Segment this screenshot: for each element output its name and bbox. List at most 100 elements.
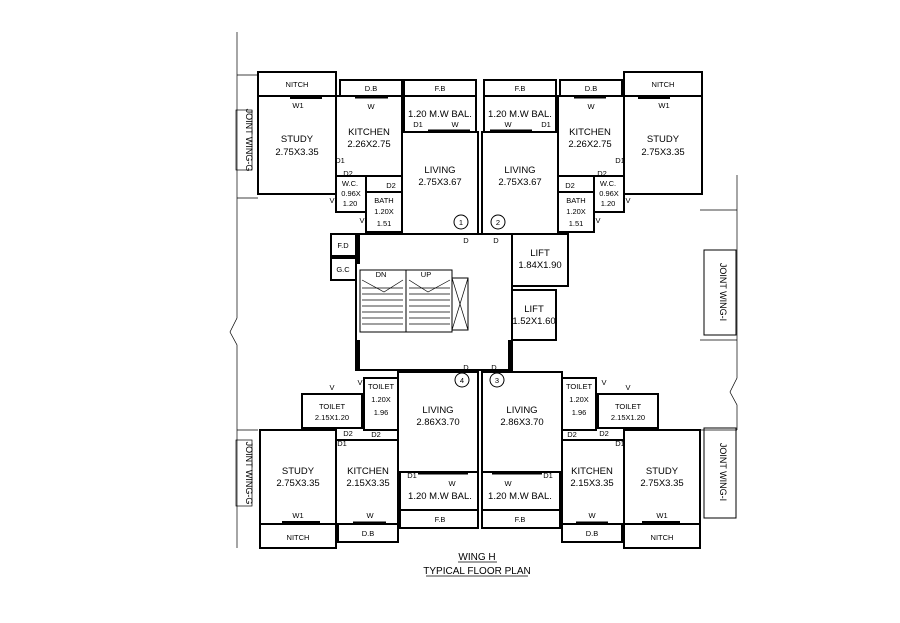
svg-text:F.D: F.D xyxy=(337,241,349,250)
svg-text:LIVING: LIVING xyxy=(422,405,453,416)
svg-text:2.15X1.20: 2.15X1.20 xyxy=(315,413,349,422)
svg-text:F.B: F.B xyxy=(435,515,446,524)
svg-text:D1: D1 xyxy=(543,471,553,480)
svg-text:W: W xyxy=(588,511,596,520)
svg-text:2.75X3.67: 2.75X3.67 xyxy=(418,177,461,188)
svg-text:V: V xyxy=(625,196,630,205)
svg-text:DN: DN xyxy=(376,270,387,279)
svg-text:1.20 M.W BAL.: 1.20 M.W BAL. xyxy=(408,109,472,120)
svg-text:D2: D2 xyxy=(599,429,609,438)
svg-text:STUDY: STUDY xyxy=(281,134,314,145)
svg-text:TOILET: TOILET xyxy=(615,402,642,411)
svg-text:1.20X: 1.20X xyxy=(569,395,589,404)
svg-text:V: V xyxy=(601,378,606,387)
svg-text:1: 1 xyxy=(459,218,463,227)
stair-treads xyxy=(361,279,451,325)
plan-title: WING H TYPICAL FLOOR PLAN xyxy=(423,552,530,577)
svg-text:W1: W1 xyxy=(658,101,669,110)
joint-label-g-bottom: JOINT WING-G xyxy=(235,439,254,507)
svg-text:2.75X3.67: 2.75X3.67 xyxy=(498,177,541,188)
svg-text:4: 4 xyxy=(460,376,464,385)
svg-text:STUDY: STUDY xyxy=(647,134,680,145)
joint-lines xyxy=(229,32,738,548)
svg-text:2: 2 xyxy=(496,218,500,227)
svg-text:2.15X3.35: 2.15X3.35 xyxy=(570,478,613,489)
svg-text:W: W xyxy=(587,102,595,111)
svg-text:LIVING: LIVING xyxy=(504,165,535,176)
svg-text:W: W xyxy=(504,120,512,129)
svg-text:D: D xyxy=(491,363,497,372)
svg-text:D1: D1 xyxy=(413,120,423,129)
svg-text:KITCHEN: KITCHEN xyxy=(348,127,390,138)
svg-text:D2: D2 xyxy=(597,169,607,178)
svg-text:2.15X3.35: 2.15X3.35 xyxy=(346,478,389,489)
svg-text:1.51: 1.51 xyxy=(377,219,392,228)
svg-text:D2: D2 xyxy=(565,181,575,190)
svg-text:LIVING: LIVING xyxy=(506,405,537,416)
svg-text:W: W xyxy=(504,479,512,488)
svg-text:1.96: 1.96 xyxy=(374,408,389,417)
svg-text:F.B: F.B xyxy=(515,515,526,524)
svg-text:BATH: BATH xyxy=(374,196,393,205)
svg-text:D2: D2 xyxy=(371,430,381,439)
svg-text:W: W xyxy=(451,120,459,129)
svg-text:STUDY: STUDY xyxy=(646,466,679,477)
svg-text:NITCH: NITCH xyxy=(286,80,309,89)
svg-text:1.52X1.60: 1.52X1.60 xyxy=(512,316,555,327)
svg-text:0.96X: 0.96X xyxy=(341,189,361,198)
svg-text:2.75X3.35: 2.75X3.35 xyxy=(641,147,684,158)
svg-text:W1: W1 xyxy=(292,101,303,110)
svg-text:D1: D1 xyxy=(615,156,625,165)
svg-text:W: W xyxy=(366,511,374,520)
svg-text:1.20 M.W BAL.: 1.20 M.W BAL. xyxy=(488,109,552,120)
svg-text:LIFT: LIFT xyxy=(530,248,550,259)
svg-text:NITCH: NITCH xyxy=(652,80,675,89)
svg-text:F.B: F.B xyxy=(435,84,446,93)
svg-text:1.84X1.90: 1.84X1.90 xyxy=(518,260,561,271)
svg-text:1.96: 1.96 xyxy=(572,408,587,417)
svg-text:TOILET: TOILET xyxy=(368,382,395,391)
svg-text:JOINT WING-I: JOINT WING-I xyxy=(718,263,728,321)
svg-text:2.75X3.35: 2.75X3.35 xyxy=(640,478,683,489)
svg-text:D1: D1 xyxy=(335,156,345,165)
svg-text:V: V xyxy=(595,216,600,225)
svg-text:3: 3 xyxy=(495,376,499,385)
svg-text:D: D xyxy=(493,236,499,245)
svg-text:V: V xyxy=(625,383,630,392)
svg-text:D: D xyxy=(463,236,469,245)
svg-text:2.26X2.75: 2.26X2.75 xyxy=(568,139,611,150)
svg-text:V: V xyxy=(359,216,364,225)
joint-label-i-bottom: JOINT WING-I xyxy=(703,427,737,519)
svg-text:D.B: D.B xyxy=(585,84,598,93)
svg-text:D.B: D.B xyxy=(362,529,375,538)
svg-text:NITCH: NITCH xyxy=(287,533,310,542)
svg-text:KITCHEN: KITCHEN xyxy=(347,466,389,477)
svg-text:TOILET: TOILET xyxy=(566,382,593,391)
svg-text:1.20X: 1.20X xyxy=(371,395,391,404)
unit-1: NITCH W1 STUDY 2.75X3.35 D.B W KITCHEN 2… xyxy=(257,71,479,245)
svg-text:W1: W1 xyxy=(656,511,667,520)
svg-text:D1: D1 xyxy=(615,439,625,448)
svg-text:D2: D2 xyxy=(343,429,353,438)
svg-text:1.20: 1.20 xyxy=(601,199,616,208)
svg-text:0.96X: 0.96X xyxy=(599,189,619,198)
svg-text:STUDY: STUDY xyxy=(282,466,315,477)
svg-text:1.20X: 1.20X xyxy=(566,207,586,216)
svg-text:G.C: G.C xyxy=(336,265,350,274)
unit-3: 3 D LIVING 2.86X3.70 TOILET 1.20X 1.96 D… xyxy=(481,363,701,549)
svg-text:F.B: F.B xyxy=(515,84,526,93)
svg-text:KITCHEN: KITCHEN xyxy=(571,466,613,477)
joint-label-i-top: JOINT WING-I xyxy=(703,249,737,336)
svg-text:D1: D1 xyxy=(337,439,347,448)
svg-text:D.B: D.B xyxy=(586,529,599,538)
svg-text:1.20 M.W BAL.: 1.20 M.W BAL. xyxy=(488,491,552,502)
svg-text:2.86X3.70: 2.86X3.70 xyxy=(416,417,459,428)
svg-text:1.20: 1.20 xyxy=(343,199,358,208)
unit-4: 4 D LIVING 2.86X3.70 TOILET 1.20X 1.96 D… xyxy=(259,363,479,549)
svg-text:JOINT WING-G: JOINT WING-G xyxy=(244,109,254,172)
core: F.D G.C DN UP xyxy=(330,233,569,371)
svg-text:W: W xyxy=(367,102,375,111)
svg-text:V: V xyxy=(329,383,334,392)
svg-text:V: V xyxy=(357,378,362,387)
